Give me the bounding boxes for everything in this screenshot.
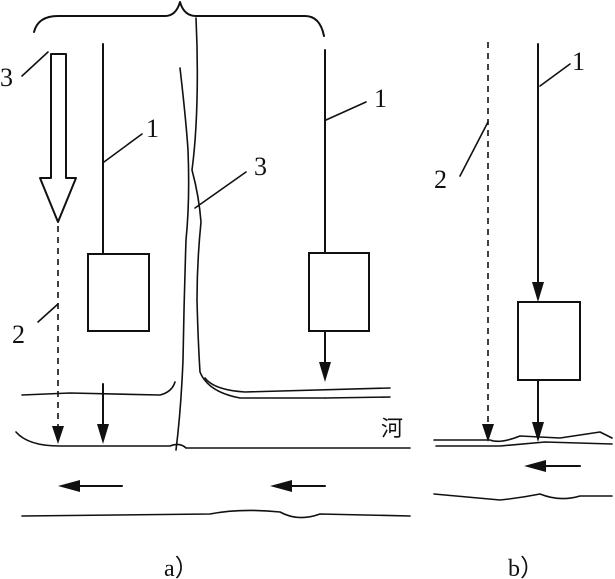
right-outflow-arrowhead xyxy=(319,362,331,382)
dashed-arrowhead-left xyxy=(52,426,64,444)
river-bank-top-b-2 xyxy=(435,441,613,447)
flow-arrowhead-b xyxy=(532,282,544,302)
left-outflow-arrowhead xyxy=(97,424,109,444)
leader-a-left-2 xyxy=(37,303,59,323)
label-a-outer-3: 3 xyxy=(0,63,13,92)
river-bank-bottom-b xyxy=(433,493,613,501)
label-a-center-3: 3 xyxy=(254,152,267,181)
figure-a: 3 1 3 1 2 河 a） xyxy=(0,1,411,579)
river-label: 河 xyxy=(381,417,403,442)
outflow-arrowhead-b xyxy=(532,422,544,442)
leader-a-left-1 xyxy=(103,133,143,163)
leader-a-outer-3 xyxy=(21,51,49,77)
dashed-arrowhead-b xyxy=(482,424,494,442)
caption-b: b） xyxy=(508,556,544,579)
river-bank-bottom-a xyxy=(21,509,411,519)
label-b-2: 2 xyxy=(434,165,447,194)
river-flow-arrowhead-right-a xyxy=(270,480,292,492)
left-bank-upper xyxy=(21,381,176,396)
label-a-left-2: 2 xyxy=(12,320,25,349)
leader-a-center-3 xyxy=(194,171,247,209)
river-flow-arrowhead-left-a xyxy=(58,480,80,492)
hollow-arrow-3 xyxy=(39,53,77,223)
leader-b-1 xyxy=(539,63,571,87)
caption-a: a） xyxy=(164,556,199,579)
label-a-right-1: 1 xyxy=(374,84,387,113)
river-bank-top-a xyxy=(15,431,411,449)
right-treatment-box xyxy=(308,252,370,332)
right-bank-lower xyxy=(324,396,391,399)
treatment-box-b xyxy=(517,301,581,381)
label-a-left-1: 1 xyxy=(146,114,159,143)
figure-b: 1 2 b） xyxy=(433,42,613,579)
top-brace xyxy=(33,1,325,37)
leader-b-2 xyxy=(459,121,489,177)
river-flow-arrowhead-b xyxy=(524,460,546,472)
center-channel-right-edge xyxy=(191,17,326,399)
center-channel-left-edge xyxy=(175,67,190,451)
leader-a-right-1 xyxy=(325,101,367,121)
label-b-1: 1 xyxy=(572,47,585,76)
river-bank-top-b xyxy=(433,431,613,443)
left-treatment-box xyxy=(87,253,150,332)
right-bank-upper xyxy=(204,377,391,393)
